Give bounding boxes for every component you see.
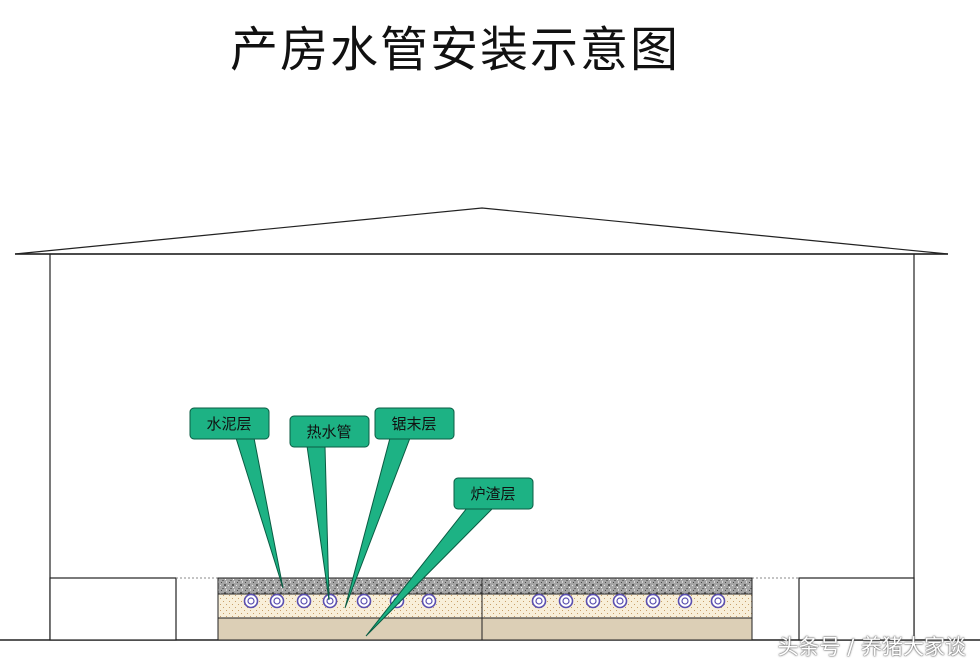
left-pen-box bbox=[49, 577, 177, 641]
callout-cement-pointer bbox=[235, 437, 284, 589]
hot-water-pipe bbox=[243, 593, 259, 609]
callout-slag: 炉渣层 bbox=[365, 477, 534, 637]
hot-water-pipes bbox=[243, 593, 726, 609]
hot-water-pipe bbox=[296, 593, 312, 609]
callout-hot-pipe-box bbox=[289, 415, 370, 448]
pipe-inner-ring bbox=[616, 597, 624, 605]
floor-section bbox=[217, 577, 753, 641]
cement-layer bbox=[217, 577, 753, 595]
callout-sawdust: 锯末层 bbox=[344, 407, 455, 609]
slag-layer bbox=[217, 617, 753, 641]
callout-hot-pipe-pointer bbox=[306, 445, 330, 601]
hot-water-pipe bbox=[322, 593, 338, 609]
hot-water-pipe bbox=[585, 593, 601, 609]
roof bbox=[14, 207, 949, 255]
hot-water-pipe bbox=[612, 593, 628, 609]
pipe-inner-ring bbox=[562, 597, 570, 605]
pipe-inner-ring bbox=[360, 597, 368, 605]
callout-cement-box bbox=[189, 407, 270, 440]
hot-water-pipe bbox=[677, 593, 693, 609]
hot-water-pipe bbox=[558, 593, 574, 609]
watermark: 头条号 / 养猪大家谈 bbox=[777, 635, 966, 659]
right-pen-box bbox=[798, 577, 915, 641]
hot-water-pipe bbox=[269, 593, 285, 609]
pipe-inner-ring bbox=[714, 597, 722, 605]
callout-cement: 水泥层 bbox=[189, 407, 284, 589]
callout-slag-box bbox=[453, 477, 534, 510]
pipe-inner-ring bbox=[300, 597, 308, 605]
pipe-inner-ring bbox=[535, 597, 543, 605]
diagram-title: 产房水管安装示意图 bbox=[229, 22, 680, 78]
pipe-inner-ring bbox=[247, 597, 255, 605]
pipe-inner-ring bbox=[273, 597, 281, 605]
callout-sawdust-label: 锯末层 bbox=[391, 415, 436, 433]
hot-water-pipe bbox=[421, 593, 437, 609]
hot-water-pipe bbox=[531, 593, 547, 609]
callout-hot-pipe: 热水管 bbox=[289, 415, 370, 601]
pipe-inner-ring bbox=[425, 597, 433, 605]
pipe-inner-ring bbox=[649, 597, 657, 605]
hot-water-pipe bbox=[645, 593, 661, 609]
hot-water-pipe bbox=[356, 593, 372, 609]
pipe-inner-ring bbox=[681, 597, 689, 605]
pipe-inner-ring bbox=[326, 597, 334, 605]
callout-hot-pipe-label: 热水管 bbox=[306, 423, 351, 441]
hot-water-pipe bbox=[710, 593, 726, 609]
callout-sawdust-box bbox=[374, 407, 455, 440]
callout-cement-label: 水泥层 bbox=[206, 415, 251, 433]
callout-slag-label: 炉渣层 bbox=[470, 485, 515, 503]
pipe-inner-ring bbox=[589, 597, 597, 605]
